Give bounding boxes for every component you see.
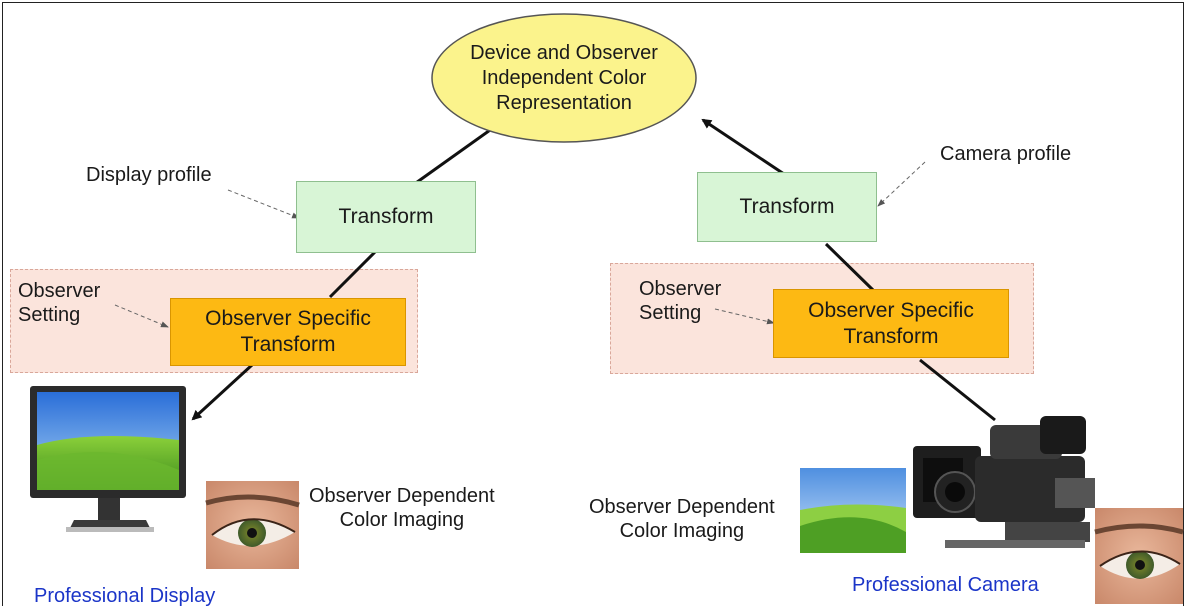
right-camera-connector [919,358,996,422]
left-output-arrow [191,363,254,421]
right-observer-setting-label: Observer Setting [639,278,722,324]
left-dependent-label: Observer Dependent Color Imaging [309,485,495,531]
camera-profile-pointer [877,161,926,207]
left-observer-transform-box: Observer Specific Transform [170,298,406,366]
camera-profile-label: Camera profile [940,143,1072,165]
right-dependent-label: Observer Dependent Color Imaging [589,496,775,542]
right-setting-pointer [714,308,775,325]
right-mid-connector [824,242,875,292]
right-input-arrow [701,118,788,178]
right-transform-box: Transform [697,172,877,242]
left-observer-setting-label: Observer Setting [18,280,101,326]
left-transform-box: Transform [296,181,476,253]
left-mid-connector [328,250,377,299]
top-node-text: Device and Observer Independent Color Re… [470,41,658,114]
right-observer-transform-box: Observer Specific Transform [773,289,1009,358]
left-setting-pointer [114,304,169,328]
camera-device-label: Professional Camera [852,574,1039,596]
display-profile-pointer [227,189,300,219]
display-profile-label: Display profile [86,164,212,186]
display-device-label: Professional Display [34,585,216,606]
